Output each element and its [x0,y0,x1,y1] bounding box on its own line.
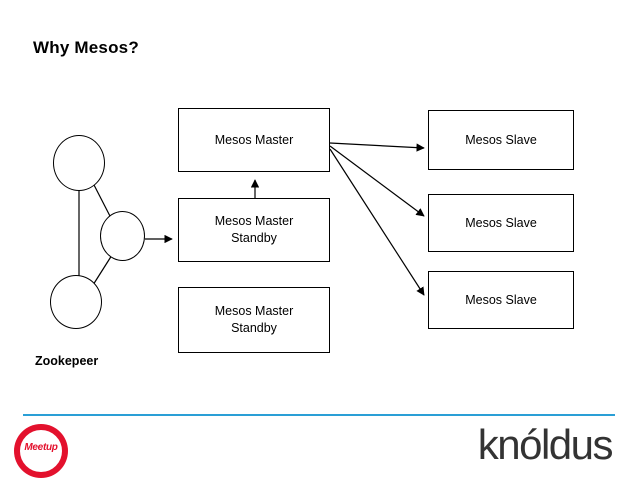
mesos-slave-2-box: Mesos Slave [428,194,574,252]
page-title: Why Mesos? [33,38,139,57]
zookeeper-label: Zookepeer [35,354,99,368]
mesos-slave-1-label: Mesos Slave [465,132,537,147]
zookeeper-node-mid [100,211,145,261]
meetup-logo: Meetup [14,424,68,478]
mesos-master-label: Mesos Master [214,132,294,147]
mesos-slave-3-box: Mesos Slave [428,271,574,329]
zookeeper-node-bottom [50,275,102,329]
footer-divider [23,414,615,416]
mesos-slave-3-label: Mesos Slave [465,292,537,307]
mesos-master-box: Mesos Master [178,108,330,172]
knoldus-logo: knóldus [477,421,614,468]
meetup-logo-text: Meetup [24,442,58,453]
mesos-slave-2-label: Mesos Slave [465,215,537,230]
zookeeper-node-top [53,135,105,191]
mesos-slave-1-box: Mesos Slave [428,110,574,170]
meetup-inner-circle [19,429,63,473]
